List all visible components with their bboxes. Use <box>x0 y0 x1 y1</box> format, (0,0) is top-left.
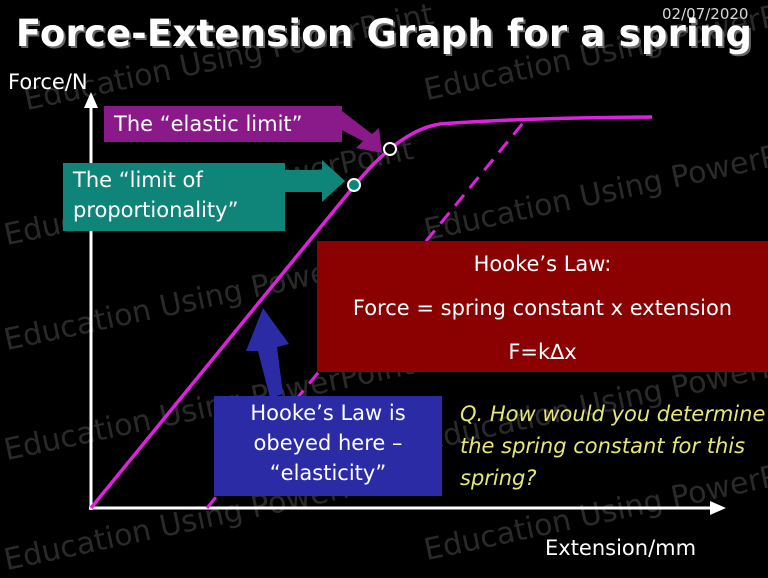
slide-title: Force-Extension Graph for a spring <box>15 12 753 55</box>
unloading-dashed-line <box>205 122 525 509</box>
hookes-law-formula: Force = spring constant x extension <box>352 296 733 320</box>
x-axis-arrow-head <box>710 501 726 515</box>
obeyed-line-3: “elasticity” <box>269 461 387 485</box>
elastic-limit-arrow <box>330 108 382 153</box>
elastic-limit-point <box>383 142 397 156</box>
elasticity-arrow <box>246 308 289 398</box>
x-axis-label: Extension/mm <box>545 536 697 560</box>
hookes-law-symbolic: F=k∆x <box>508 340 577 364</box>
y-axis-arrow-head <box>84 92 98 108</box>
hookes-law-box: Hooke’s Law: Force = spring constant x e… <box>317 241 768 372</box>
limit-of-proportionality-label: The “limit of proportionality” <box>63 163 285 231</box>
obeyed-line-2: obeyed here – <box>253 431 403 455</box>
hookes-law-obeyed-label: Hooke’s Law is obeyed here – “elasticity… <box>214 396 442 496</box>
elastic-limit-label: The “elastic limit” <box>104 106 342 142</box>
obeyed-line-1: Hooke’s Law is <box>250 401 406 425</box>
limit-of-proportionality-point <box>347 178 361 192</box>
lop-arrow <box>274 160 345 202</box>
y-axis-label: Force/N <box>8 70 88 94</box>
lop-line-1: The “limit of <box>73 168 203 192</box>
hookes-law-title: Hooke’s Law: <box>473 252 612 276</box>
question-text: Q. How would you determine the spring co… <box>460 402 766 490</box>
slide-date: 02/07/2020 <box>662 5 749 23</box>
force-extension-curve <box>89 115 653 510</box>
lop-line-2: proportionality” <box>73 198 239 222</box>
